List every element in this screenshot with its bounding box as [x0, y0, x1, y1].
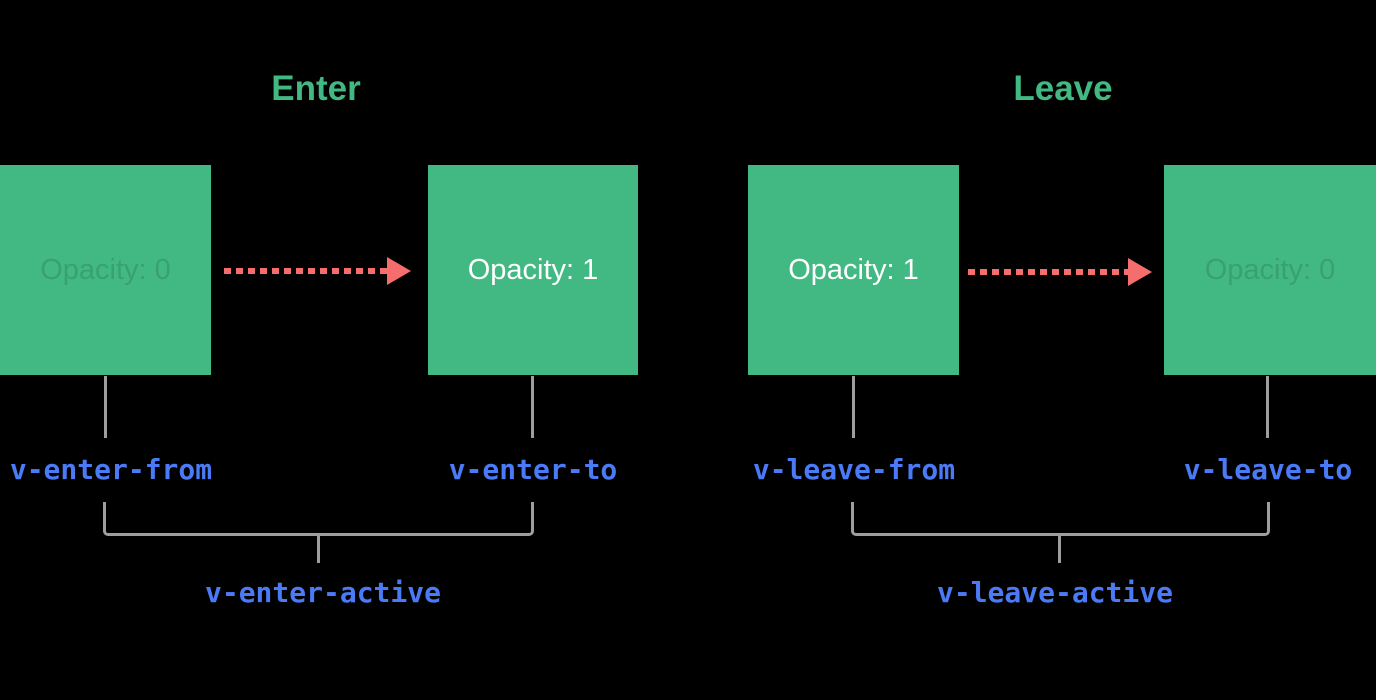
leave-active-bracket	[851, 502, 1270, 536]
leave-to-class-label: v-leave-to	[1183, 453, 1353, 486]
leave-to-box-label: Opacity: 0	[1204, 253, 1336, 286]
enter-from-class-label: v-enter-from	[9, 453, 213, 486]
leave-active-class-label: v-leave-active	[936, 576, 1173, 609]
enter-to-box-label: Opacity: 1	[467, 253, 599, 286]
leave-to-box: Opacity: 0	[1164, 165, 1376, 375]
leave-from-connector-line	[852, 376, 855, 438]
enter-to-class-label: v-enter-to	[448, 453, 618, 486]
leave-from-class-label: v-leave-from	[752, 453, 956, 486]
enter-active-bracket	[103, 502, 534, 536]
enter-section-title: Enter	[271, 69, 361, 108]
enter-to-box: Opacity: 1	[428, 165, 638, 375]
enter-arrow-dashes	[224, 268, 387, 274]
enter-to-connector-line	[531, 376, 534, 438]
leave-to-connector-line	[1266, 376, 1269, 438]
leave-from-box-label: Opacity: 1	[788, 253, 919, 286]
leave-section-title: Leave	[1013, 69, 1113, 108]
enter-arrowhead-icon	[387, 257, 411, 285]
leave-arrowhead-icon	[1128, 258, 1152, 286]
enter-from-box-label: Opacity: 0	[40, 253, 171, 286]
enter-from-connector-line	[104, 376, 107, 438]
enter-active-class-label: v-enter-active	[204, 576, 441, 609]
leave-arrow-dashes	[968, 269, 1128, 275]
leave-from-box: Opacity: 1	[748, 165, 959, 375]
leave-active-stem-line	[1058, 536, 1061, 563]
enter-active-stem-line	[317, 536, 320, 563]
enter-from-box: Opacity: 0	[0, 165, 211, 375]
